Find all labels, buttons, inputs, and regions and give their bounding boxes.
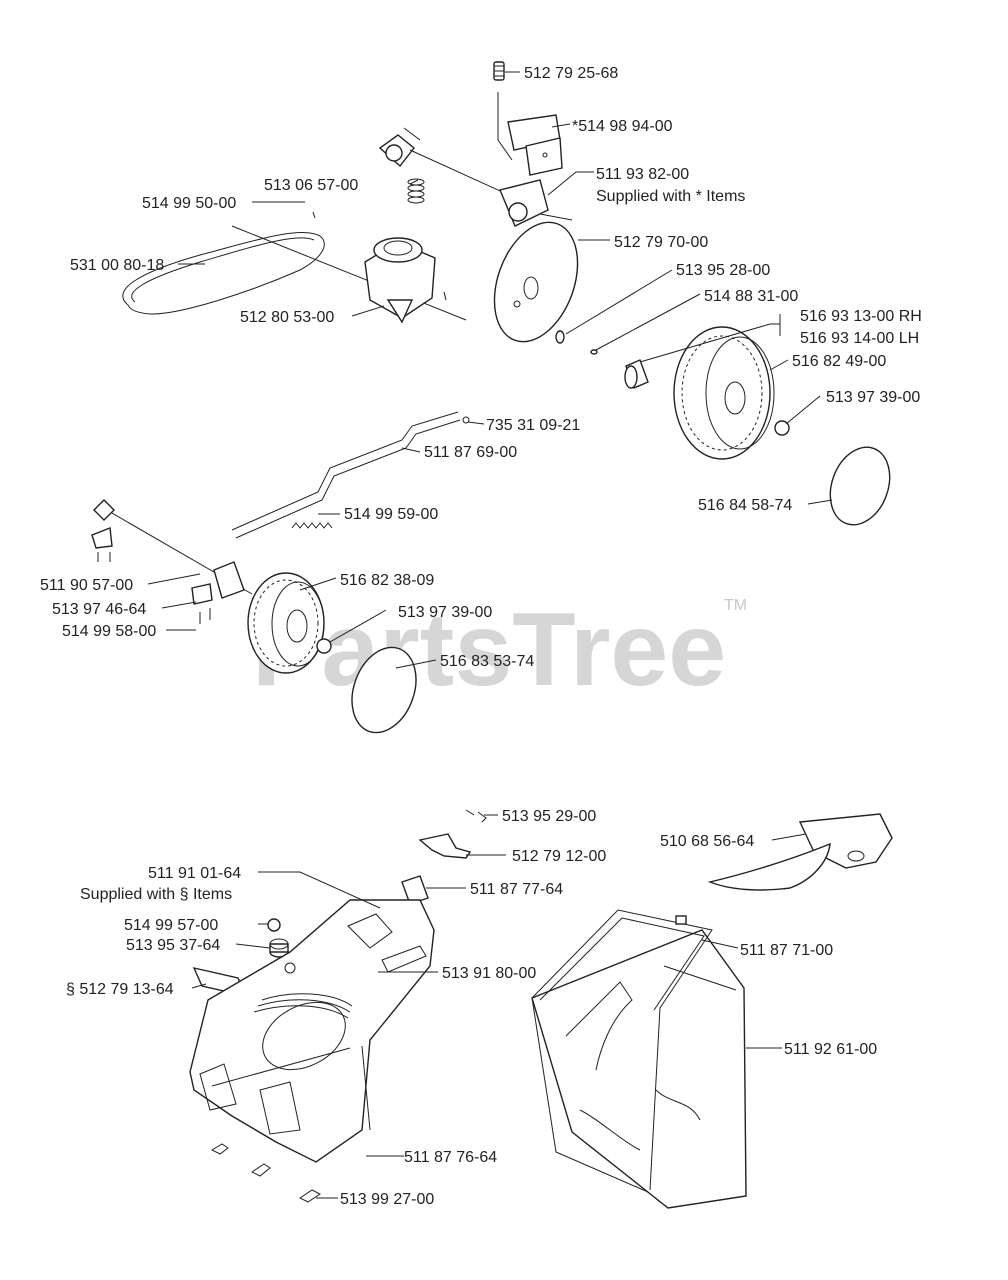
rear-housing <box>189 899 435 1163</box>
label-513-06-57-00: 513 06 57-00 <box>264 177 358 194</box>
label-513-97-46-64: 513 97 46-64 <box>52 601 146 618</box>
label-513-99-27-00: 513 99 27-00 <box>340 1191 434 1208</box>
label-513-95-29-00: 513 95 29-00 <box>502 808 596 825</box>
clip-bottom-1 <box>210 1143 229 1155</box>
label-516-83-53-74: 516 83 53-74 <box>440 653 534 670</box>
label-516-84-58-74: 516 84 58-74 <box>698 497 792 514</box>
label-514-98-94-00: *514 98 94-00 <box>572 118 673 135</box>
upper-axle-assembly <box>378 127 573 227</box>
label-511-91-01-64: 511 91 01-64 <box>148 865 241 882</box>
plug <box>269 938 289 958</box>
label-513-95-37-64: 513 95 37-64 <box>126 937 220 954</box>
label-512-80-53-00: 512 80 53-00 <box>240 309 334 326</box>
label-514-99-57-00: 514 99 57-00 <box>124 917 218 934</box>
label-511-93-82-00: 511 93 82-00 <box>596 166 689 183</box>
top-spring <box>493 61 505 81</box>
label-supplied-section: Supplied with § Items <box>80 886 232 903</box>
drive-belt <box>122 232 325 315</box>
small-spring <box>407 178 425 204</box>
label-514-99-50-00: 514 99 50-00 <box>142 195 236 212</box>
label-512-79-70-00: 512 79 70-00 <box>614 234 708 251</box>
label-512-79-13-64: § 512 79 13-64 <box>66 981 174 998</box>
label-511-92-61-00: 511 92 61-00 <box>784 1041 877 1058</box>
label-511-87-76-64: 511 87 76-64 <box>404 1149 497 1166</box>
label-531-00-80-18: 531 00 80-18 <box>70 257 164 274</box>
front-axle-assembly <box>91 499 253 624</box>
bracket <box>418 833 472 859</box>
leader-lines <box>147 71 833 1199</box>
label-514-99-58-00: 514 99 58-00 <box>62 623 156 640</box>
clip <box>465 809 487 823</box>
label-516-93-14-00: 516 93 14-00 LH <box>800 330 919 347</box>
label-516-82-49-00: 516 82 49-00 <box>792 353 886 370</box>
label-511-87-69-00: 511 87 69-00 <box>424 444 517 461</box>
clip-bottom-2 <box>251 1163 271 1177</box>
watermark-trademark: TM <box>724 597 747 614</box>
dust-cover-disc <box>493 221 579 343</box>
adjustment-rod <box>231 411 470 539</box>
label-514-99-59-00: 514 99 59-00 <box>344 506 438 523</box>
tension-spring <box>291 522 333 529</box>
wheel-nut <box>774 420 790 436</box>
label-513-91-80-00: 513 91 80-00 <box>442 965 536 982</box>
label-511-87-77-64: 511 87 77-64 <box>470 881 563 898</box>
flap <box>401 875 429 905</box>
grass-bag <box>531 909 747 1209</box>
label-511-87-71-00: 511 87 71-00 <box>740 942 833 959</box>
front-wheel-nut <box>316 638 332 654</box>
washer <box>555 330 565 344</box>
clip-bottom-3 <box>299 1189 321 1203</box>
label-512-79-25-68: 512 79 25-68 <box>524 65 618 82</box>
label-735-31-09-21: 735 31 09-21 <box>486 417 580 434</box>
watermark-text: PartsTree <box>252 592 726 708</box>
label-516-82-38-09: 516 82 38-09 <box>340 572 434 589</box>
pin <box>590 349 598 355</box>
label-513-95-28-00: 513 95 28-00 <box>676 262 770 279</box>
label-513-97-39-00-a: 513 97 39-00 <box>826 389 920 406</box>
front-wheel <box>247 572 325 674</box>
rear-deflector <box>707 813 893 891</box>
rear-wheel <box>673 326 775 460</box>
label-514-88-31-00: 514 88 31-00 <box>704 288 798 305</box>
knob <box>267 918 281 932</box>
pinion-gear <box>624 359 649 389</box>
control-rod-assembly <box>497 92 563 176</box>
label-516-93-13-00: 516 93 13-00 RH <box>800 308 922 325</box>
label-513-97-39-00-b: 513 97 39-00 <box>398 604 492 621</box>
label-510-68-56-64: 510 68 56-64 <box>660 833 754 850</box>
label-511-90-57-00: 511 90 57-00 <box>40 577 133 594</box>
front-hubcap <box>351 646 417 734</box>
label-512-79-12-00: 512 79 12-00 <box>512 848 606 865</box>
hubcap <box>829 446 891 526</box>
gearbox-assembly <box>231 211 467 324</box>
label-supplied-star: Supplied with * Items <box>596 188 745 205</box>
